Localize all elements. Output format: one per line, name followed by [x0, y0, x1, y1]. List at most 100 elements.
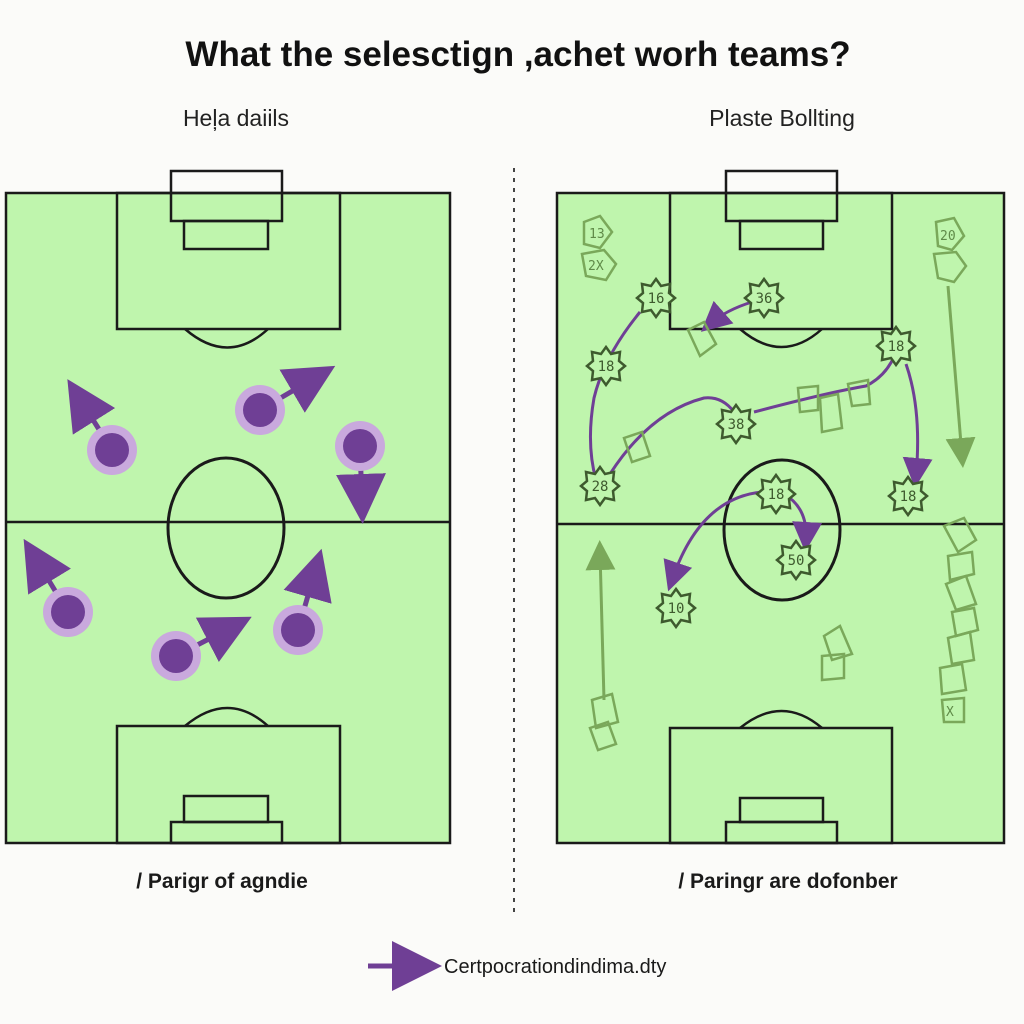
scribble-markers — [580, 214, 980, 752]
top-six-yard-box — [738, 219, 825, 251]
player-star — [635, 276, 677, 320]
numbered-player: 16 — [635, 276, 677, 320]
center-circle — [722, 458, 842, 602]
sketch-marker — [588, 720, 618, 752]
player-marker — [235, 365, 336, 435]
legend: Certpocrationdindima.dty — [368, 941, 666, 991]
player-marker — [23, 538, 93, 637]
player-number: 18 — [888, 339, 905, 355]
center-circle — [166, 456, 286, 600]
top-penalty-box — [668, 191, 894, 331]
green-run-arrows — [585, 285, 976, 701]
numbered-player: 18 — [887, 474, 929, 518]
right-caption: / Paringr are dofonber — [678, 870, 897, 893]
sketch-marker — [822, 624, 854, 662]
player-star — [775, 538, 817, 582]
player-star — [655, 586, 697, 630]
pass-curve — [608, 396, 736, 475]
player-star — [585, 344, 627, 388]
sketch-marker — [582, 214, 614, 250]
player-marker — [335, 421, 386, 524]
pitch-surface — [555, 191, 1006, 845]
player-marker — [67, 379, 137, 475]
player-number: 36 — [756, 291, 773, 307]
numbered-player: 50 — [775, 538, 817, 582]
numbered-players: 16 36 18 18 38 28 18 18 — [579, 276, 929, 630]
player-number: 10 — [668, 601, 685, 617]
player-star — [755, 472, 797, 516]
numbered-player: 18 — [755, 472, 797, 516]
numbered-player: 18 — [875, 324, 917, 368]
sketch-marker — [944, 574, 978, 612]
sketch-marker — [946, 630, 976, 666]
sketch-marker — [938, 662, 968, 696]
bottom-six-yard-box — [182, 794, 270, 824]
numbered-player: 38 — [715, 402, 757, 446]
player-number: 50 — [788, 553, 805, 569]
player-number: 28 — [592, 479, 609, 495]
top-penalty-arc — [184, 328, 269, 349]
pass-curve — [902, 363, 933, 488]
scribble-text: 20 — [940, 229, 956, 244]
player-number: 18 — [900, 489, 917, 505]
player-number: 38 — [728, 417, 745, 433]
sketch-marker — [940, 696, 966, 724]
right-panel-heading: Plaste Bollting — [709, 105, 855, 131]
player-marker — [151, 616, 252, 681]
sketch-marker — [950, 606, 980, 638]
sketch-marker — [796, 384, 820, 414]
player-star — [887, 474, 929, 518]
diagram-title: What the selesctign ,achet worh teams? — [185, 35, 850, 74]
bottom-penalty-arc — [184, 706, 269, 727]
sketch-marker — [846, 378, 872, 408]
legend-label: Certpocrationdindima.dty — [444, 956, 666, 978]
player-marker — [273, 548, 332, 655]
sketch-marker — [580, 248, 618, 282]
scribble-text: 13 — [589, 227, 605, 242]
scribble-text: X — [946, 705, 954, 720]
player-number: 16 — [648, 291, 665, 307]
scribble-text: 2X — [588, 259, 604, 274]
numbered-player: 10 — [655, 586, 697, 630]
top-penalty-arc — [739, 328, 823, 349]
run-arrow — [585, 540, 616, 701]
player-star — [875, 324, 917, 368]
sketch-marker — [942, 516, 978, 554]
left-pitch — [4, 169, 452, 845]
player-dot — [95, 433, 129, 467]
sketch-marker — [820, 652, 846, 682]
numbered-player: 28 — [579, 464, 621, 508]
sketch-marker — [622, 430, 652, 464]
top-six-yard-box — [182, 219, 270, 251]
sketch-marker — [818, 392, 844, 434]
sketch-marker — [946, 550, 976, 582]
left-caption: / Parigr of agndie — [136, 870, 308, 893]
player-dot — [243, 393, 277, 427]
bottom-six-yard-box — [738, 796, 825, 824]
left-players — [23, 365, 386, 681]
player-dot — [281, 613, 315, 647]
player-star — [579, 464, 621, 508]
player-dot — [343, 429, 377, 463]
left-panel-heading: Heļa daiils — [183, 105, 289, 131]
player-star — [715, 402, 757, 446]
sketch-marker — [686, 320, 718, 358]
player-number: 18 — [768, 487, 785, 503]
player-star — [743, 276, 785, 320]
player-dot — [159, 639, 193, 673]
pass-curve — [753, 345, 900, 414]
pass-curve — [663, 490, 763, 592]
sketch-marker — [590, 692, 620, 730]
top-penalty-box — [115, 191, 342, 331]
pass-curve — [588, 311, 642, 481]
pitch-surface — [4, 191, 452, 845]
scribble-texts: 13 2X 20 X — [588, 227, 956, 720]
player-dot — [51, 595, 85, 629]
run-arrow — [945, 285, 976, 468]
pass-curve — [700, 300, 753, 332]
bottom-penalty-arc — [739, 709, 823, 729]
sketch-marker — [932, 250, 968, 284]
player-number: 18 — [598, 359, 615, 375]
numbered-player: 36 — [743, 276, 785, 320]
